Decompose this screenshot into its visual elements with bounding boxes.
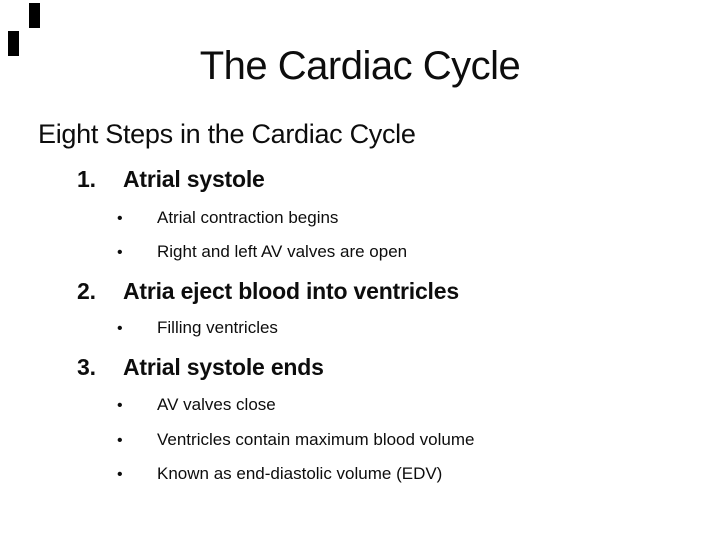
bullet-icon: • xyxy=(117,466,123,483)
scan-artifact-bottom xyxy=(8,31,19,56)
item-number: 2. xyxy=(77,278,96,304)
item-label: Atria eject blood into ventricles xyxy=(123,278,459,304)
section-heading: Eight Steps in the Cardiac Cycle xyxy=(38,119,416,149)
numbered-item-3: 3. Atrial systole ends xyxy=(77,354,324,380)
bullet-text: AV valves close xyxy=(157,395,276,414)
bullet-text: Filling ventricles xyxy=(157,318,278,337)
item-label: Atrial systole xyxy=(123,166,265,192)
item-number: 1. xyxy=(77,166,96,192)
bullet-text: Ventricles contain maximum blood volume xyxy=(157,430,475,449)
bullet-icon: • xyxy=(117,320,123,337)
bullet-icon: • xyxy=(117,244,123,261)
bullet-icon: • xyxy=(117,210,123,227)
scan-artifact-top xyxy=(29,3,40,28)
bullet-item: • Ventricles contain maximum blood volum… xyxy=(117,430,474,450)
slide-title: The Cardiac Cycle xyxy=(199,44,521,88)
bullet-item: • AV valves close xyxy=(117,395,276,415)
bullet-text: Known as end-diastolic volume (EDV) xyxy=(157,464,443,483)
bullet-icon: • xyxy=(117,397,123,414)
item-label: Atrial systole ends xyxy=(123,354,324,380)
bullet-text: Atrial contraction begins xyxy=(157,208,339,227)
numbered-item-2: 2. Atria eject blood into ventricles xyxy=(77,278,459,304)
bullet-icon: • xyxy=(117,432,123,449)
bullet-item: • Filling ventricles xyxy=(117,318,278,338)
numbered-item-1: 1. Atrial systole xyxy=(77,166,265,192)
bullet-item: • Known as end-diastolic volume (EDV) xyxy=(117,464,442,484)
item-number: 3. xyxy=(77,354,96,380)
bullet-item: • Atrial contraction begins xyxy=(117,208,338,228)
bullet-text: Right and left AV valves are open xyxy=(157,242,408,261)
bullet-item: • Right and left AV valves are open xyxy=(117,242,407,262)
